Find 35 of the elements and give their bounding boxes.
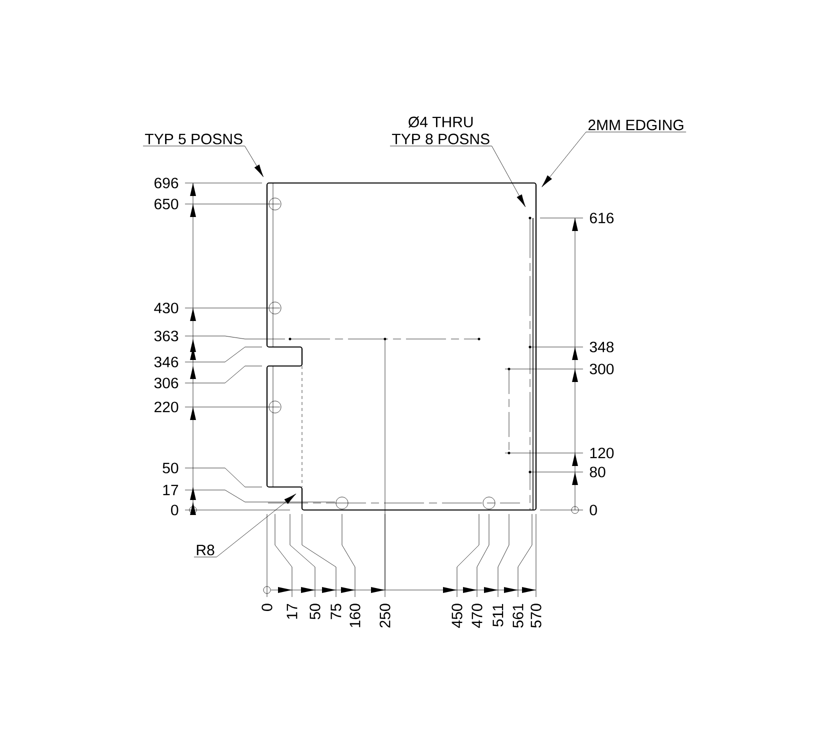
dimension-text: 17 [163,484,178,496]
leader-line [142,146,264,177]
dimension-text: 0 [590,504,597,516]
dimension-text: 348 [590,342,614,352]
dimension-text: 80 [590,466,606,478]
dimension-text: 160 [350,604,360,628]
dimension-text: 17 [286,604,298,619]
dimension-text: 346 [154,356,178,368]
dimension-text: 0 [262,604,272,611]
dimension-text: 616 [590,212,614,224]
dimension-text: 120 [590,448,614,458]
leader-note: TYP 5 POSNS [145,134,242,144]
dimension-text: 363 [154,330,178,342]
dimension-text: 511 [492,604,504,627]
leader-note: Ø4 THRU TYP 8 POSNS [392,116,490,144]
leader-note: R8 [196,544,214,556]
dimension-text: 430 [154,302,178,314]
leader-note: 2MM EDGING [588,120,684,130]
dimension-text: 75 [330,604,342,620]
dimension-text: 50 [310,604,320,620]
dimension-text: 250 [380,604,390,628]
dimension-text: 450 [452,604,462,628]
dimension-text: 561 [512,604,524,628]
leader-line [390,146,526,207]
dimension-text: 300 [590,364,614,374]
dimension-text: 696 [154,178,178,188]
leader-line [542,132,686,188]
dimension-text: 470 [472,604,482,628]
dimension-text: 220 [154,402,178,412]
dimension-text: 0 [171,504,178,516]
dimension-text: 50 [162,462,178,474]
dimension-text: 570 [530,604,542,628]
dimension-text: 650 [154,198,178,210]
dimension-text: 306 [154,378,178,388]
leader-line [194,494,296,558]
